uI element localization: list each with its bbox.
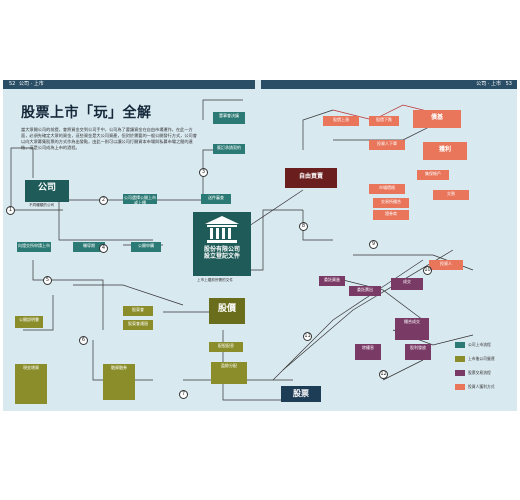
- node-stockprice[interactable]: 股價: [209, 298, 245, 324]
- intro-text: 當大眾開公司的前提，會將資金交到公司手中，公司為了要讓資金在自由市場運作，在此一…: [21, 127, 197, 150]
- legend-swatch: [455, 342, 465, 348]
- legend-swatch: [455, 384, 465, 390]
- node-p2[interactable]: 委託賣出: [349, 286, 381, 296]
- company-sub-label: 不同種類的公司: [29, 203, 55, 207]
- node-t5[interactable]: 輔導期: [73, 242, 105, 252]
- node-p5[interactable]: 除權息: [355, 344, 381, 360]
- legend-label: 公司上市流程: [468, 342, 491, 347]
- node-s5[interactable]: 集保帳戶: [417, 170, 449, 180]
- step-circle: 11: [303, 332, 312, 341]
- node-o1[interactable]: 公開說明書: [15, 316, 43, 328]
- page-title: 股票上市「玩」全解: [21, 105, 152, 121]
- step-circle: 7: [179, 390, 188, 399]
- step-circle: 12: [379, 370, 388, 379]
- node-profit[interactable]: 獲利: [423, 142, 467, 160]
- node-s6[interactable]: 交割: [433, 190, 469, 200]
- node-s7[interactable]: 投資人: [429, 260, 463, 270]
- legend-swatch: [455, 356, 465, 362]
- step-circle: 10: [423, 266, 432, 275]
- node-s4[interactable]: 證券商: [373, 210, 409, 220]
- node-company-label: 公司: [37, 183, 56, 193]
- node-company[interactable]: 公司: [25, 180, 69, 202]
- node-market[interactable]: 自由買賣: [285, 168, 337, 188]
- right-header-bar: 公司 · 上市 53: [261, 80, 517, 89]
- node-o7[interactable]: 盈餘分配: [211, 362, 247, 384]
- step-circle: 9: [369, 240, 378, 249]
- legend-label: 投資人獲利方式: [468, 384, 495, 389]
- flow-connectors: [10, 99, 474, 401]
- right-page-number: 53: [505, 81, 512, 87]
- legend-label: 股票交易流程: [468, 370, 491, 375]
- node-p6[interactable]: 股利發放: [405, 344, 431, 360]
- left-page-number: 52: [9, 81, 16, 87]
- step-circle: 3: [199, 168, 208, 177]
- node-o6[interactable]: 融資融券: [103, 364, 135, 400]
- node-o5[interactable]: 現金增資: [15, 364, 47, 404]
- left-header-bar: 52 公司 · 上市: [3, 80, 255, 89]
- left-section-label: 公司 · 上市: [19, 81, 44, 87]
- node-t4[interactable]: 向證交所申請上市: [17, 242, 51, 252]
- step-circle: 1: [6, 206, 15, 215]
- node-t6[interactable]: 公開申購: [131, 242, 161, 252]
- legend-swatch: [455, 370, 465, 376]
- step-circle: 5: [43, 276, 52, 285]
- node-debt[interactable]: 債基: [413, 110, 461, 128]
- node-p4[interactable]: 撮合成交: [395, 318, 429, 340]
- node-t7[interactable]: 送件審查: [201, 194, 231, 204]
- node-o2[interactable]: 股東會: [123, 306, 153, 316]
- bank-sub-label: 上市上櫃前所需的文件: [197, 278, 233, 282]
- node-s3[interactable]: 交易所撮合: [373, 198, 409, 208]
- step-circle: 8: [299, 222, 308, 231]
- node-s1[interactable]: 投資人下單: [369, 140, 405, 150]
- step-circle: 2: [99, 196, 108, 205]
- legend-label: 上市後公司營運: [468, 356, 495, 361]
- right-section-label: 公司 · 上市: [476, 81, 501, 87]
- node-s9[interactable]: 股價下跌: [369, 116, 399, 126]
- node-bank[interactable]: 股份有限公司 設立登記文件: [193, 212, 251, 276]
- bank-building-icon: [205, 216, 239, 243]
- node-p1[interactable]: 委託買進: [319, 276, 345, 286]
- node-o4[interactable]: 配股配息: [209, 342, 243, 352]
- node-s2[interactable]: 市場價格: [369, 184, 405, 194]
- node-stock[interactable]: 股票: [281, 386, 321, 402]
- node-t3[interactable]: 簽訂承銷契約: [213, 144, 245, 154]
- node-s8[interactable]: 股價上漲: [323, 116, 359, 126]
- step-circle: 4: [99, 244, 108, 253]
- node-bank-label: 股份有限公司 設立登記文件: [203, 246, 240, 260]
- node-p3[interactable]: 成交: [391, 278, 423, 290]
- node-o3[interactable]: 股東會通過: [123, 320, 153, 330]
- node-t2[interactable]: 董事會決議: [213, 112, 245, 124]
- magazine-spread: 52 公司 · 上市 公司 · 上市 53 股票上市「玩」全解 當大眾開公司的前…: [3, 80, 517, 411]
- node-t1[interactable]: 公司選擇公開上市或上櫃: [123, 194, 157, 204]
- step-circle: 6: [79, 336, 88, 345]
